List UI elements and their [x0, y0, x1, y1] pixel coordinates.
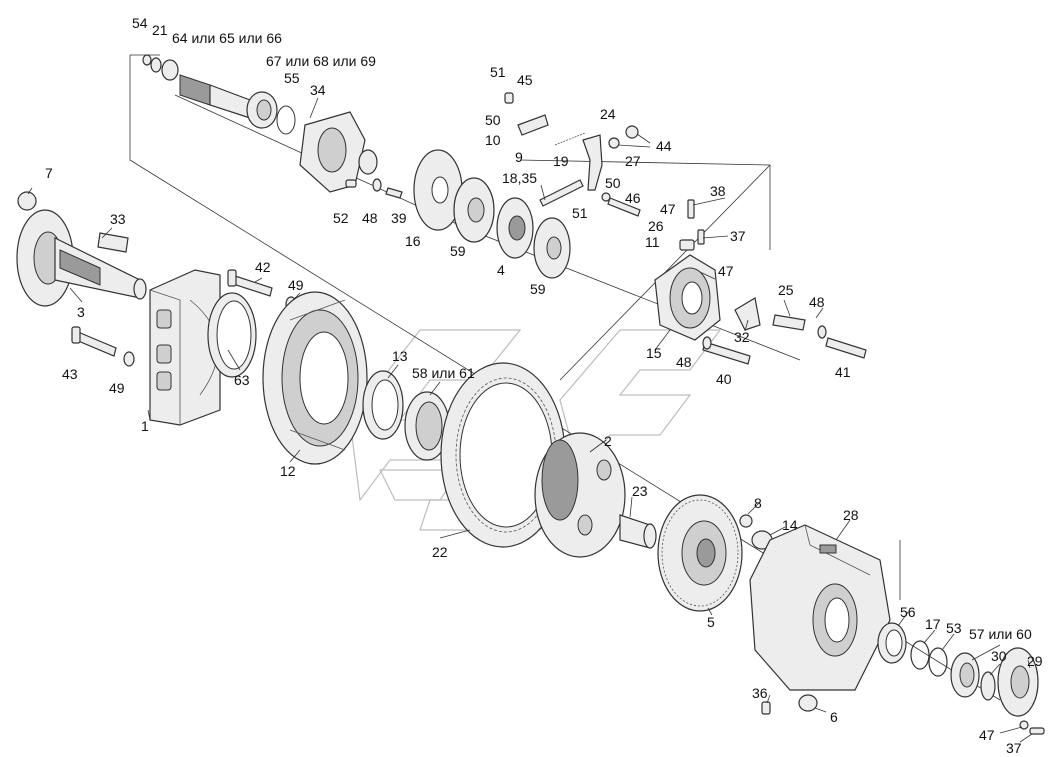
- label-1: 1: [141, 418, 149, 434]
- label-9: 9: [515, 149, 523, 165]
- label-29: 29: [1027, 653, 1043, 669]
- label-4: 4: [497, 262, 505, 278]
- label-17: 17: [925, 616, 941, 632]
- plug-parts-8-14: [739, 514, 773, 550]
- label-37b: 37: [1006, 740, 1022, 756]
- label-47a: 47: [660, 201, 676, 217]
- planet-carrier-part-2: [534, 432, 626, 558]
- label-23: 23: [632, 483, 648, 499]
- label-48b: 48: [809, 294, 825, 310]
- label-15: 15: [646, 345, 662, 361]
- ring-gear-part-22: [440, 362, 566, 548]
- label-28: 28: [843, 507, 859, 523]
- label-5: 5: [707, 614, 715, 630]
- brake-lever-mechanism: [504, 92, 641, 217]
- label-39: 39: [391, 210, 407, 226]
- cover-plate-part-34: [299, 111, 378, 193]
- label-57: 57 или 60: [969, 626, 1032, 642]
- label-18: 18,35: [502, 170, 537, 186]
- label-50b: 50: [605, 175, 621, 191]
- hub-housing-part-12: [262, 291, 368, 465]
- bearing-rings-13-58: [362, 370, 450, 461]
- drain-plug-parts-36-6: [761, 694, 818, 715]
- label-54: 54: [132, 15, 148, 31]
- label-53: 53: [946, 620, 962, 636]
- label-41: 41: [835, 364, 851, 380]
- callout-labels: 54 21 64 или 65 или 66 67 или 68 или 69 …: [45, 15, 1043, 756]
- label-37a: 37: [730, 228, 746, 244]
- label-12: 12: [280, 463, 296, 479]
- brake-housing-part-15: [654, 239, 806, 341]
- axle-shaft-part-3: [16, 209, 147, 307]
- label-26: 26: [648, 218, 664, 234]
- label-43: 43: [62, 366, 78, 382]
- label-63: 63: [234, 372, 250, 388]
- label-19: 19: [553, 153, 569, 169]
- seal-ring-part-63: [207, 292, 257, 378]
- label-14: 14: [782, 517, 798, 533]
- label-47c: 47: [979, 727, 995, 743]
- label-2: 2: [604, 433, 612, 449]
- label-27: 27: [625, 153, 641, 169]
- label-32: 32: [734, 329, 750, 345]
- bolts: [71, 232, 867, 365]
- label-56: 56: [900, 604, 916, 620]
- pins-52-39: [345, 179, 403, 199]
- label-10: 10: [485, 132, 501, 148]
- label-45: 45: [517, 72, 533, 88]
- label-44: 44: [656, 138, 672, 154]
- label-38: 38: [710, 183, 726, 199]
- label-11: 11: [645, 234, 660, 250]
- label-51b: 51: [572, 205, 588, 221]
- label-8: 8: [754, 495, 762, 511]
- label-48a: 48: [362, 210, 378, 226]
- label-6: 6: [830, 709, 838, 725]
- label-22: 22: [432, 544, 448, 560]
- label-59b: 59: [530, 281, 546, 297]
- label-50a: 50: [485, 112, 501, 128]
- label-46: 46: [625, 190, 641, 206]
- label-7: 7: [45, 165, 53, 181]
- label-33: 33: [110, 211, 126, 227]
- label-64: 64 или 65 или 66: [172, 30, 282, 46]
- label-67: 67 или 68 или 69: [266, 53, 376, 69]
- label-36: 36: [752, 685, 768, 701]
- label-51a: 51: [490, 64, 506, 80]
- label-21: 21: [152, 22, 168, 38]
- brake-disc-stack: [413, 149, 571, 279]
- label-16: 16: [405, 233, 421, 249]
- label-13: 13: [392, 348, 408, 364]
- label-34: 34: [310, 82, 326, 98]
- label-58: 58 или 61: [412, 365, 475, 381]
- input-shaft-group: [142, 54, 296, 135]
- label-47b: 47: [718, 263, 734, 279]
- sleeve-part-23: [619, 514, 657, 549]
- label-25: 25: [778, 282, 794, 298]
- label-49b: 49: [109, 380, 125, 396]
- label-40: 40: [716, 371, 732, 387]
- label-48c: 48: [676, 354, 692, 370]
- label-3: 3: [77, 304, 85, 320]
- small-pins: [601, 192, 705, 245]
- label-30: 30: [991, 648, 1007, 664]
- label-59a: 59: [450, 243, 466, 259]
- leader-lines: [27, 97, 1033, 743]
- final-drive-housing-part-28: [749, 524, 891, 691]
- label-42: 42: [255, 259, 271, 275]
- label-55: 55: [284, 70, 300, 86]
- output-seals-and-cover: [877, 622, 1045, 735]
- label-24: 24: [600, 106, 616, 122]
- label-49a: 49: [288, 277, 304, 293]
- gear-part-5: [657, 494, 743, 612]
- label-52: 52: [333, 210, 349, 226]
